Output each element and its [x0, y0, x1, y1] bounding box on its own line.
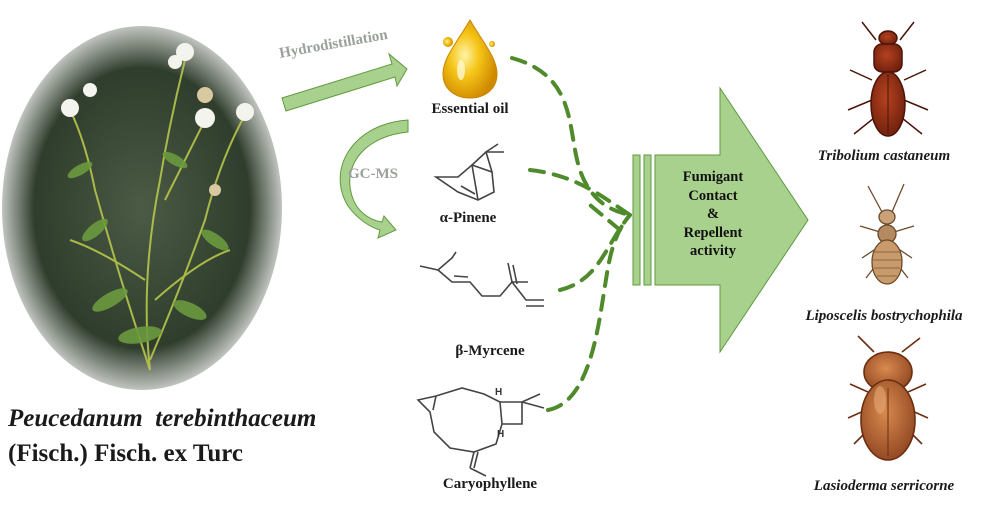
tribolium-castaneum-icon	[847, 21, 929, 137]
beta-myrcene-structure	[419, 251, 544, 307]
activity-line-contact: Contact	[688, 187, 738, 204]
gcms-label: GC-MS	[348, 166, 398, 182]
activity-line-fumigant: Fumigant	[682, 169, 744, 185]
alpha-pinene-label: α-Pinene	[439, 210, 497, 226]
dashed-connectors	[510, 56, 632, 412]
alpha-pinene-structure	[433, 143, 504, 201]
activity-line-ampersand: &	[706, 206, 720, 222]
activity-line-activity: activity	[690, 243, 736, 259]
insect-label-tribolium: Tribolium castaneum	[817, 148, 951, 164]
activity-arrow	[632, 86, 809, 354]
activity-label: Fumigant Contact & Repellent activity	[668, 168, 758, 261]
gcms-curved-arrow	[339, 119, 409, 239]
svg-text:H: H	[497, 429, 504, 440]
lasioderma-serricorne-icon	[847, 335, 929, 461]
plant-name-line1: Peucedanum terebinthaceum	[8, 405, 317, 432]
caryophyllene-structure	[416, 387, 545, 477]
caryophyllene-label: Caryophyllene	[442, 476, 538, 492]
essential-oil-drop-icon	[442, 19, 498, 99]
liposcelis-bostrychophila-icon	[859, 183, 915, 285]
essential-oil-label: Essential oil	[431, 101, 509, 117]
hydrodistillation-arrow	[281, 52, 408, 112]
plant-name-line2: (Fisch.) Fisch. ex Turc	[8, 440, 243, 467]
insect-label-liposcelis: Liposcelis bostrychophila	[805, 308, 963, 324]
plant-photo	[2, 26, 282, 390]
caryophyllene-h-labels: H H	[495, 387, 504, 440]
activity-line-repellent: Repellent	[683, 224, 743, 241]
beta-myrcene-label: β-Myrcene	[455, 343, 525, 359]
insect-label-lasioderma: Lasioderma serricorne	[813, 478, 955, 494]
svg-text:H: H	[495, 387, 502, 398]
